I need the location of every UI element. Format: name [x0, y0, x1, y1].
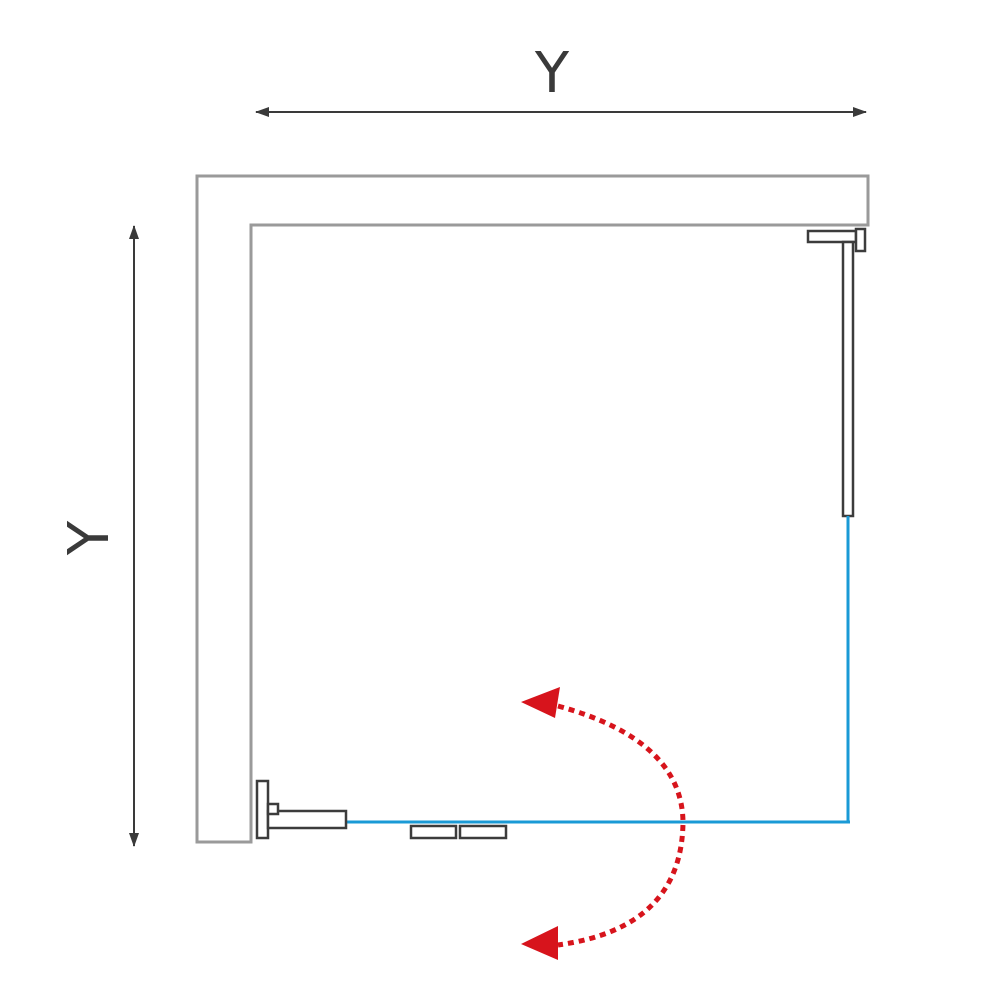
- door-swing-arc: [557, 703, 686, 948]
- top-dimension: Y: [255, 41, 867, 117]
- right-wall-profile: [806, 227, 867, 518]
- door-handle-right: [458, 824, 508, 840]
- door-handle: [409, 824, 508, 840]
- door-swing: [521, 687, 686, 960]
- wall-outline: [195, 174, 870, 844]
- left-profile-arm: [266, 809, 348, 830]
- right-fixed-panel-profile: [841, 240, 855, 518]
- top-dimension-label: Y: [534, 41, 570, 106]
- swing-arrow-up-icon: [521, 687, 560, 718]
- left-profile-lug: [266, 802, 280, 816]
- left-dimension-label: Y: [57, 520, 122, 556]
- swing-arrow-down-icon: [521, 926, 558, 960]
- right-profile-bracket: [806, 229, 858, 244]
- left-dimension: Y: [57, 225, 139, 847]
- right-profile-cap: [854, 227, 867, 253]
- door-handle-left: [409, 824, 458, 840]
- left-wall-profile: [255, 779, 348, 840]
- left-profile-post: [255, 779, 270, 840]
